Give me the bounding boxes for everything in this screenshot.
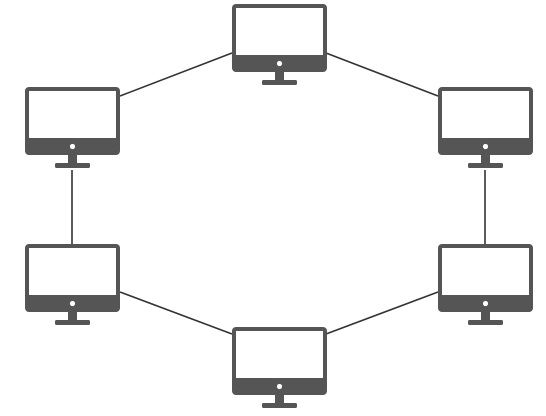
link-top-to-upper-right (325, 52, 439, 97)
link-upper-left-to-top (119, 52, 233, 97)
desktop-monitor-icon (25, 87, 120, 168)
node-lower-right (438, 244, 533, 325)
network-links (71, 52, 486, 335)
desktop-monitor-icon (232, 327, 327, 408)
desktop-monitor-icon (438, 244, 533, 325)
link-lower-right-to-bottom (325, 291, 439, 335)
node-upper-left (25, 87, 120, 168)
network-nodes (25, 4, 533, 408)
desktop-monitor-icon (438, 87, 533, 168)
desktop-monitor-icon (232, 4, 327, 85)
node-top (232, 4, 327, 85)
link-bottom-to-lower-left (119, 291, 233, 335)
node-upper-right (438, 87, 533, 168)
node-lower-left (25, 244, 120, 325)
node-bottom (232, 327, 327, 408)
desktop-monitor-icon (25, 244, 120, 325)
